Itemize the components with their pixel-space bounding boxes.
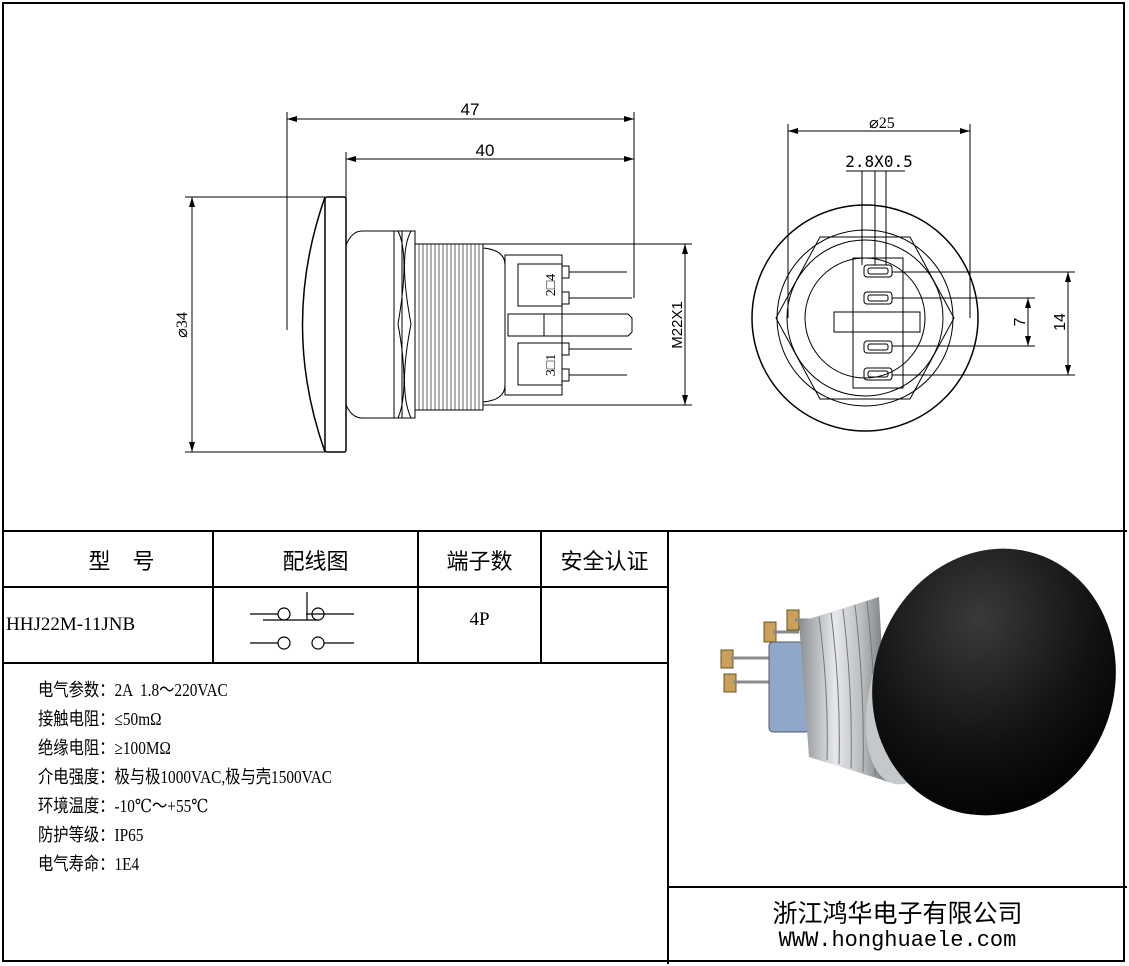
divider — [667, 531, 669, 964]
certification-value — [541, 588, 668, 662]
thread-lines — [418, 244, 480, 410]
terminals-value: 4P — [469, 609, 490, 630]
header-certification: 安全认证 — [560, 548, 649, 574]
dim-terminal-size: 2.8X0.5 — [845, 152, 912, 171]
spec-dielectric-strength: 介电强度：极与极1000VAC,极与壳1500VAC — [38, 767, 332, 787]
wiring-diagram — [250, 592, 354, 650]
divider — [417, 531, 419, 663]
spec-contact-resistance: 接触电阻：≤50mΩ — [38, 709, 162, 729]
spec-electrical: 电气参数：2A 1.8～220VAC — [38, 680, 228, 700]
spec-ambient-temperature: 环境温度：-10℃～+55℃ — [38, 796, 209, 816]
spec-protection-rating: 防护等级：IP65 — [38, 825, 144, 845]
dim-inner-spacing: 7 — [1012, 317, 1029, 326]
company-website[interactable]: WWW.honghuaele.com — [778, 928, 1017, 953]
divider — [2, 586, 668, 588]
front-view — [751, 124, 1075, 432]
dim-body-length: 40 — [476, 141, 495, 160]
dim-overall-length: 47 — [461, 100, 480, 119]
header-wiring: 配线图 — [282, 548, 349, 574]
divider — [212, 531, 214, 663]
terminal-slots — [863, 264, 893, 381]
terminal-labels-lower: 3□1 — [544, 354, 559, 376]
spec-list: 电气参数：2A 1.8～220VAC 接触电阻：≤50mΩ 绝缘电阻：≥100M… — [38, 676, 384, 879]
side-view — [185, 112, 692, 453]
dim-thread: M22X1 — [669, 301, 686, 349]
dim-cap-diameter: ⌀34 — [174, 312, 191, 338]
dim-outer-diameter: ⌀25 — [869, 115, 895, 132]
terminals — [720, 609, 809, 693]
dim-outer-spacing: 14 — [1052, 313, 1069, 331]
product-photo — [720, 548, 1116, 816]
terminal-labels-upper: 2□4 — [544, 274, 559, 296]
divider — [668, 886, 1127, 888]
spec-electrical-life: 电气寿命：1E4 — [38, 854, 140, 874]
header-terminals: 端子数 — [446, 548, 513, 574]
company-name: 浙江鸿华电子有限公司 — [772, 901, 1023, 928]
technical-drawing: 47 40 ⌀34 M22X1 2□4 3□1 ⌀25 2.8X0.5 7 14 — [174, 100, 1075, 453]
divider — [2, 530, 1127, 532]
model-value: HHJ22M-11JNB — [6, 614, 136, 635]
header-model: 型 号 — [88, 548, 155, 574]
divider — [2, 662, 668, 664]
divider — [540, 531, 542, 663]
spec-insulation-resistance: 绝缘电阻：≥100MΩ — [38, 738, 171, 758]
